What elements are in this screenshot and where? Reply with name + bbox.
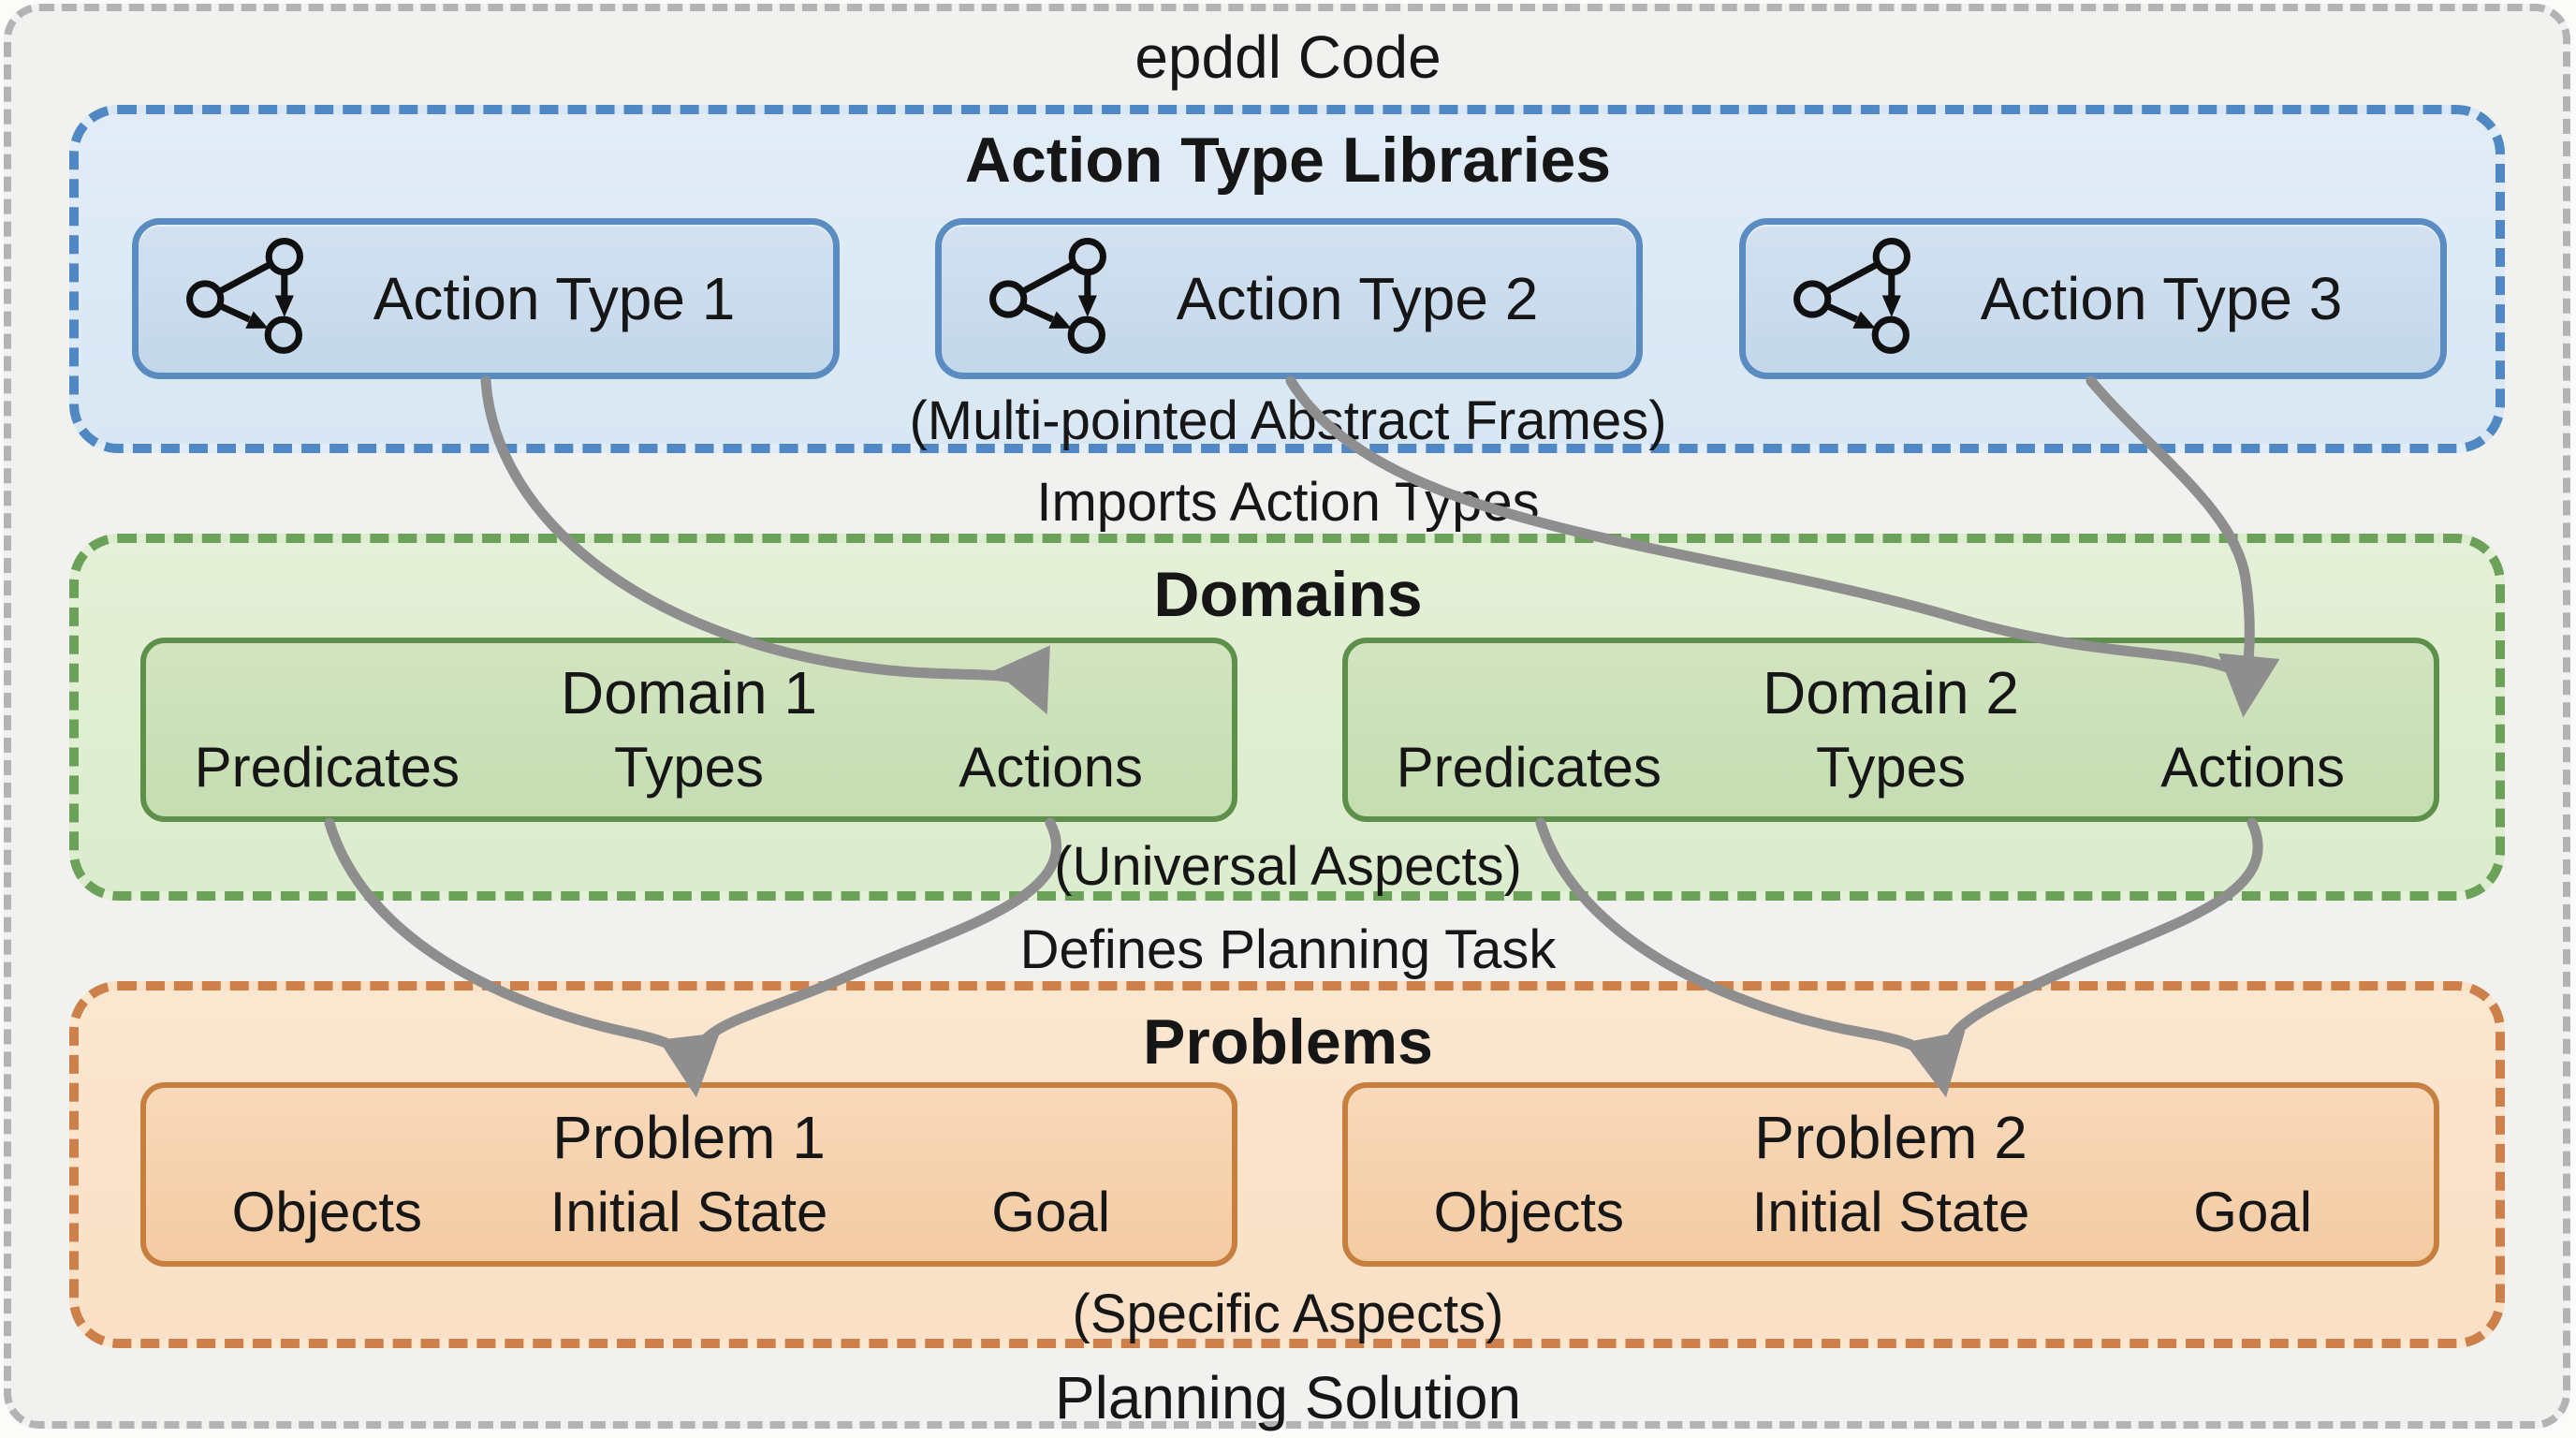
domain-1-types: Types <box>613 736 765 799</box>
action-type-3-label: Action Type 3 <box>1980 265 2343 332</box>
action-type-3-box: Action Type 3 <box>1739 218 2447 379</box>
problem-1-objects: Objects <box>231 1181 423 1243</box>
section-title-libraries: Action Type Libraries <box>964 125 1612 196</box>
problem-1-title: Problem 1 <box>552 1104 826 1171</box>
problem-1-box: Problem 1 Objects Initial State Goal <box>140 1082 1237 1267</box>
domain-1-title: Domain 1 <box>561 659 817 726</box>
action-type-1-box: Action Type 1 <box>132 218 840 379</box>
action-type-2-box: Action Type 2 <box>935 218 1643 379</box>
problem-2-goal: Goal <box>2193 1181 2313 1243</box>
problem-1-initial-state: Initial State <box>549 1181 828 1243</box>
domain-2-actions: Actions <box>2160 736 2346 799</box>
action-type-1-label: Action Type 1 <box>373 265 736 332</box>
problem-2-items: Objects Initial State Goal <box>1348 1181 2434 1243</box>
graph-3-node-icon <box>989 238 1106 354</box>
domain-1-items: Predicates Types Actions <box>146 737 1232 799</box>
section-title-domains: Domains <box>1153 559 1423 630</box>
action-type-2-label: Action Type 2 <box>1176 265 1539 332</box>
domain-2-title: Domain 2 <box>1763 659 2019 726</box>
domain-2-types: Types <box>1815 736 1967 799</box>
diagram-title: epddl Code <box>1134 23 1442 91</box>
diagram-footer: Planning Solution <box>1054 1364 1522 1431</box>
domain-2-items: Predicates Types Actions <box>1348 737 2434 799</box>
domain-1-box: Domain 1 Predicates Types Actions <box>140 638 1237 822</box>
domain-2-predicates: Predicates <box>1396 736 1662 799</box>
problem-2-box: Problem 2 Objects Initial State Goal <box>1342 1082 2439 1267</box>
domain-1-actions: Actions <box>959 736 1144 799</box>
graph-3-node-icon <box>186 238 303 354</box>
domain-2-box: Domain 2 Predicates Types Actions <box>1342 638 2439 822</box>
domain-1-predicates: Predicates <box>194 736 461 799</box>
problem-2-objects: Objects <box>1433 1181 1625 1243</box>
domains-subtitle: (Universal Aspects) <box>1054 836 1522 897</box>
graph-3-node-icon <box>1793 238 1910 354</box>
flow-label-defines: Defines Planning Task <box>1019 919 1557 980</box>
problem-1-goal: Goal <box>991 1181 1111 1243</box>
flow-label-imports: Imports Action Types <box>1036 472 1540 533</box>
problem-2-initial-state: Initial State <box>1751 1181 2030 1243</box>
problem-1-items: Objects Initial State Goal <box>146 1181 1232 1243</box>
problems-subtitle: (Specific Aspects) <box>1072 1284 1504 1344</box>
libraries-subtitle: (Multi-pointed Abstract Frames) <box>909 390 1667 451</box>
problem-2-title: Problem 2 <box>1754 1104 2027 1171</box>
section-title-problems: Problems <box>1143 1006 1433 1078</box>
